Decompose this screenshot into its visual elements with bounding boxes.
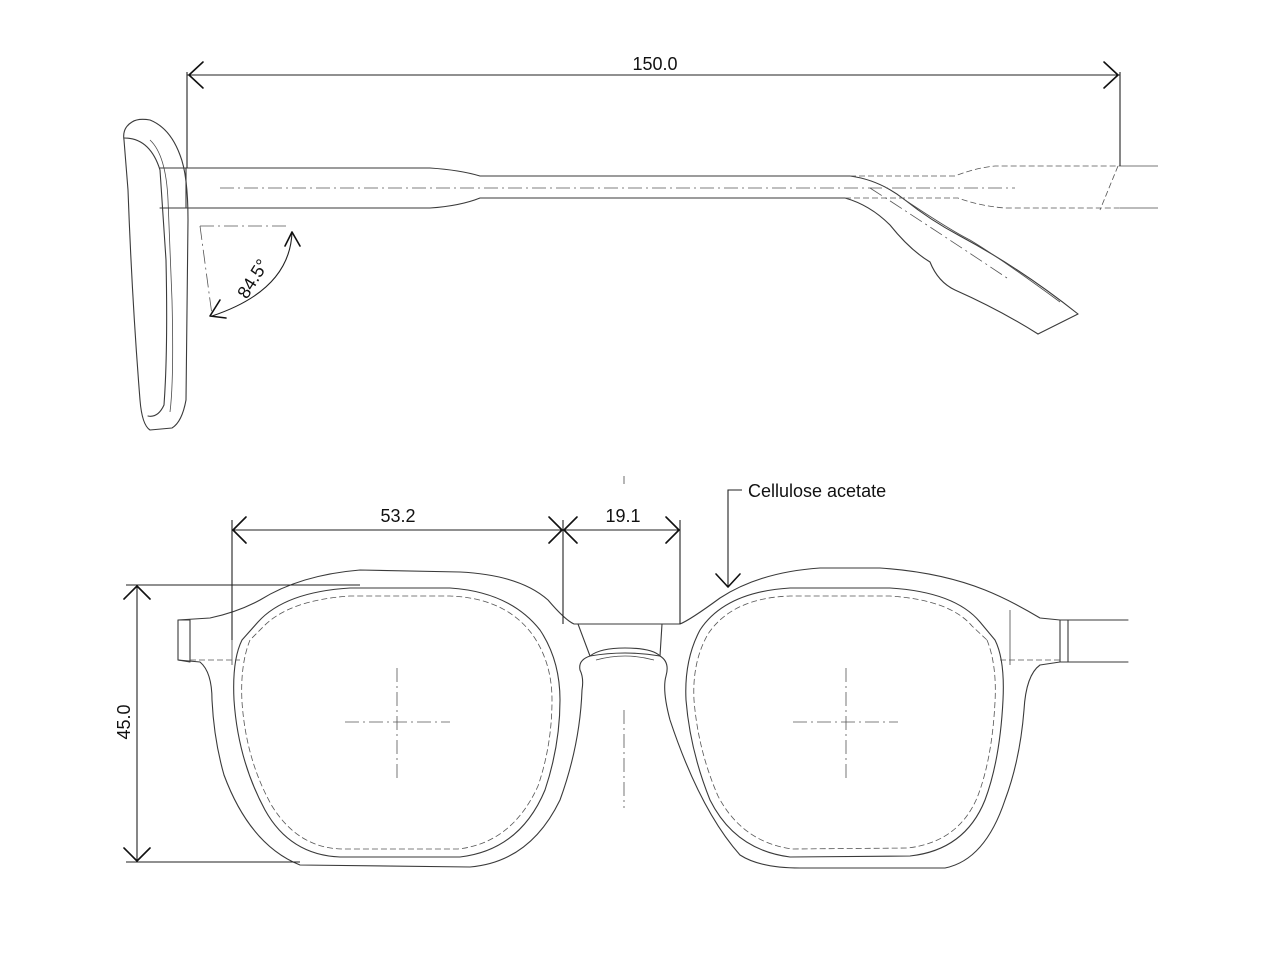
right-hinge <box>1059 619 1069 663</box>
pantoscopic-angle-label: 84.5° <box>233 256 272 302</box>
angle-ref-vertical <box>199 225 213 316</box>
angle-arrow-bottom <box>209 299 227 319</box>
left-hinge <box>177 619 191 663</box>
dim-lens-arrow-right <box>548 516 563 544</box>
side-frame-inner-edge <box>123 137 168 417</box>
bridge-width-label: 19.1 <box>605 506 640 526</box>
temple-phantom-end <box>1099 165 1119 211</box>
bridge-pad-inner <box>595 655 655 661</box>
temple-tip-taper <box>904 199 1061 303</box>
left-lens-outline <box>233 587 561 858</box>
angle-arrow-top <box>284 231 301 247</box>
dim-temple-arrow-left <box>188 61 204 89</box>
left-lens-groove <box>241 595 553 850</box>
lens-height-label: 45.0 <box>114 704 134 739</box>
dim-bridge-arrow-left <box>563 516 578 544</box>
temple-bend-center-line <box>869 187 1011 281</box>
front-view: 53.2 19.1 45.0 Cellulose acetate <box>114 476 1129 869</box>
temple-phantom-extension <box>845 165 1120 209</box>
side-frame-outline <box>123 118 189 431</box>
material-callout-label: Cellulose acetate <box>748 481 886 501</box>
right-lens-outline <box>685 587 1004 858</box>
dim-temple-arrow-right <box>1103 61 1119 89</box>
temple-bottom-edge <box>159 197 1039 335</box>
side-rim-groove <box>149 139 174 413</box>
dim-bridge-arrow-right <box>665 516 680 544</box>
temple-tip-end <box>1037 313 1079 335</box>
right-lens-groove <box>693 595 996 850</box>
material-leader-arrow <box>715 573 741 588</box>
angle-arc <box>211 231 293 317</box>
front-frame-outline <box>177 567 1061 869</box>
dim-height-arrow-top <box>123 585 151 600</box>
dim-height-arrow-bottom <box>123 847 151 862</box>
dim-lens-arrow-left <box>232 516 247 544</box>
side-view: 150.0 84.5° <box>123 54 1158 431</box>
bridge-pad <box>577 623 663 657</box>
material-leader-line <box>727 489 742 586</box>
lens-width-label: 53.2 <box>380 506 415 526</box>
temple-length-label: 150.0 <box>632 54 677 74</box>
